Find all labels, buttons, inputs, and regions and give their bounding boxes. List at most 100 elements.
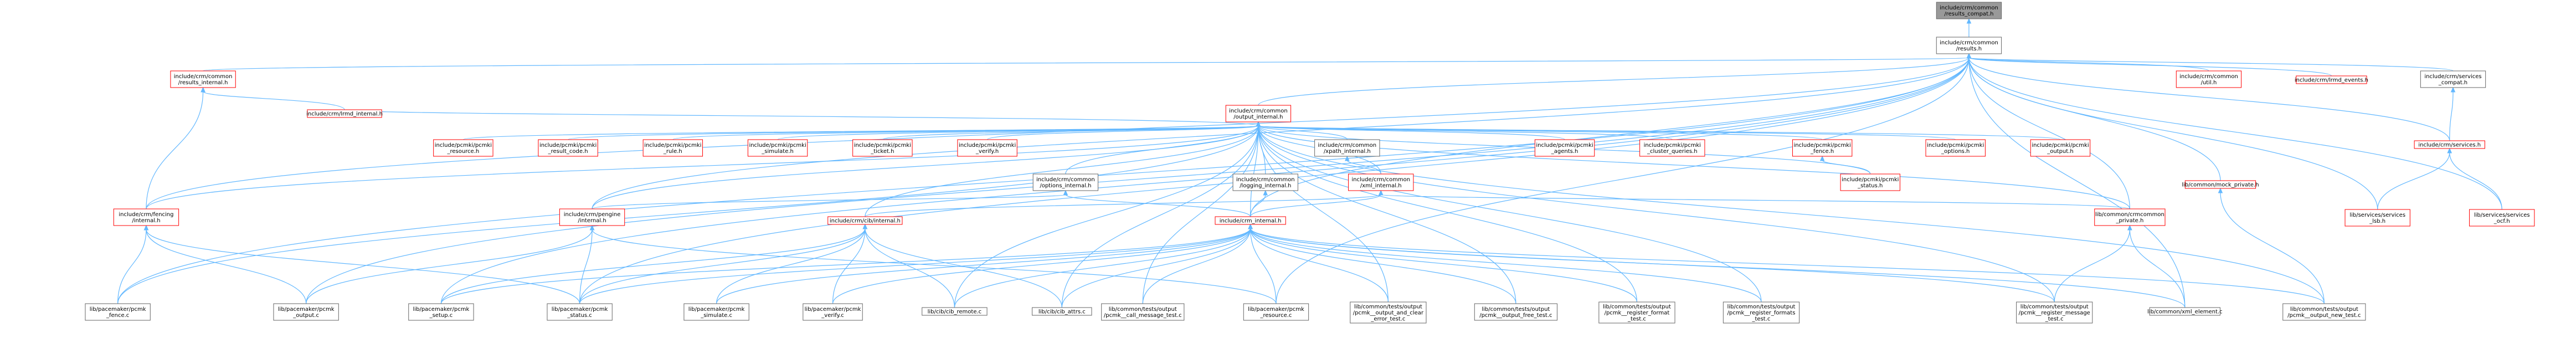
edge-arrowhead bbox=[143, 224, 149, 231]
graph-node-pcmki-output[interactable]: include/pcmki/pcmki_output.h bbox=[2030, 139, 2091, 157]
graph-node-services[interactable]: include/crm/services.h bbox=[2414, 140, 2485, 149]
graph-node-results[interactable]: include/crm/common/results.h bbox=[1936, 37, 2002, 54]
node-label-line: include/crm/common bbox=[1940, 40, 1998, 46]
edge-output-internal-to-lrmd-internal bbox=[344, 109, 1261, 127]
graph-node-pcmk-fence[interactable]: lib/pacemaker/pcmk_fence.c bbox=[85, 303, 151, 321]
edge-line bbox=[1250, 194, 1266, 217]
graph-node-xpath-internal[interactable]: include/crm/common/xpath_internal.h bbox=[1314, 139, 1380, 157]
graph-node-pcmki-fence[interactable]: include/pcmki/pcmki_fence.h bbox=[1792, 139, 1853, 157]
graph-node-fencing-internal[interactable]: include/crm/fencing/internal.h bbox=[113, 208, 179, 226]
graph-node-pcmki-agents[interactable]: include/pcmki/pcmki_agents.h bbox=[1534, 139, 1595, 157]
node-label-line: _ticket.h bbox=[870, 149, 894, 155]
node-label-line: _resource.c bbox=[1260, 313, 1292, 319]
node-box bbox=[2414, 140, 2485, 149]
edge-line bbox=[1968, 57, 2186, 308]
graph-node-cib-internal[interactable]: include/crm/cib/internal.h bbox=[827, 216, 903, 225]
edge-line bbox=[146, 125, 1259, 209]
graph-node-output-new-test[interactable]: lib/common/tests/output/pcmk__output_new… bbox=[2282, 303, 2366, 321]
edge-arrowhead bbox=[1256, 121, 1261, 127]
node-box bbox=[1723, 301, 1800, 324]
node-label-line: include/crm/common bbox=[1940, 5, 1998, 11]
graph-node-mock-private[interactable]: lib/common/mock_private.h bbox=[2182, 180, 2259, 189]
node-label-line: include/crm/fencing bbox=[119, 212, 173, 218]
edge-results-to-crmcommon-private bbox=[1966, 53, 2130, 209]
edge-line bbox=[592, 57, 1970, 209]
node-label-line: include/crm/cib/internal.h bbox=[830, 218, 901, 224]
edge-line bbox=[440, 57, 1970, 304]
graph-node-pcmki-rule[interactable]: include/pcmki/pcmki_rule.h bbox=[642, 139, 703, 157]
graph-node-register-formats-test[interactable]: lib/common/tests/output/pcmk__register_f… bbox=[1723, 301, 1800, 324]
edge-line bbox=[716, 228, 866, 304]
graph-node-output-free-test[interactable]: lib/common/tests/output/pcmk__output_fre… bbox=[1474, 303, 1557, 321]
edge-logging-internal-to-crm-internal bbox=[1250, 190, 1268, 217]
graph-node-pcmki-verify[interactable]: include/pcmki/pcmki_verify.h bbox=[957, 139, 1017, 157]
node-label-line: _agents.h bbox=[1551, 149, 1578, 155]
graph-node-cib-remote[interactable]: lib/cib/cib_remote.c bbox=[922, 307, 988, 316]
graph-node-services-lsb[interactable]: lib/services/services_lsb.h bbox=[2344, 209, 2410, 227]
graph-node-pcmk-output[interactable]: lib/pacemaker/pcmk_output.c bbox=[273, 303, 339, 321]
graph-node-lrmd-internal[interactable]: include/crm/lrmd_internal.h bbox=[306, 109, 383, 118]
edge-line bbox=[440, 228, 866, 304]
edge-line bbox=[1250, 57, 1970, 217]
graph-node-pcmki-cluster-queries[interactable]: include/pcmki/pcmki_cluster_queries.h bbox=[1639, 139, 1705, 157]
graph-node-pcmk-resource[interactable]: lib/pacemaker/pcmk_resource.c bbox=[1243, 303, 1309, 321]
edge-crm-internal-to-register-formats-test bbox=[1248, 223, 1762, 303]
node-label-line: include/crm/lrmd_internal.h bbox=[306, 111, 383, 117]
edge-fencing-internal-to-pcmk-fence bbox=[117, 224, 149, 304]
node-box bbox=[559, 208, 625, 226]
edge-line bbox=[1822, 160, 1871, 175]
graph-node-logging-internal[interactable]: include/crm/common/logging_internal.h bbox=[1232, 173, 1298, 191]
graph-node-pcmk-status[interactable]: lib/pacemaker/pcmk_status.c bbox=[547, 303, 613, 321]
graph-node-pcmki-ticket[interactable]: include/pcmki/pcmki_ticket.h bbox=[852, 139, 913, 157]
node-label-line: _simulate.c bbox=[700, 313, 732, 319]
graph-node-crmcommon-private[interactable]: lib/common/crmcommon_private.h bbox=[2094, 208, 2166, 226]
node-box bbox=[1032, 173, 1099, 191]
graph-node-xml-element[interactable]: lib/common/xml_element.c bbox=[2147, 307, 2223, 316]
graph-node-services-compat[interactable]: include/crm/services_compat.h bbox=[2420, 70, 2486, 88]
graph-node-services-ocf[interactable]: lib/services/services_ocf.h bbox=[2469, 209, 2535, 227]
edge-arrowhead bbox=[1248, 223, 1253, 229]
edge-line bbox=[117, 125, 1259, 304]
edge-arrowhead bbox=[1966, 53, 1972, 59]
node-label-line: /pcmk__output_and_clear bbox=[1353, 310, 1424, 316]
graph-node-util[interactable]: include/crm/common/util.h bbox=[2176, 70, 2242, 88]
edge-line bbox=[146, 229, 307, 304]
graph-node-pengine-internal[interactable]: include/crm/pengine/internal.h bbox=[559, 208, 625, 226]
edge-cib-internal-to-pcmk-status bbox=[579, 223, 868, 304]
graph-node-pcmki-simulate[interactable]: include/pcmki/pcmki_simulate.h bbox=[747, 139, 808, 157]
node-label-line: lib/common/tests/output bbox=[2290, 306, 2358, 313]
node-label-line: include/crm/common bbox=[1036, 177, 1095, 183]
graph-node-crm-internal[interactable]: include/crm_internal.h bbox=[1215, 216, 1286, 225]
edge-arrowhead bbox=[1063, 190, 1068, 196]
graph-node-register-format-test[interactable]: lib/common/tests/output/pcmk__register_f… bbox=[1598, 301, 1675, 324]
edge-line bbox=[203, 57, 1970, 71]
graph-node-pcmk-setup[interactable]: lib/pacemaker/pcmk_setup.c bbox=[408, 303, 474, 321]
graph-node-call-message-test[interactable]: lib/common/tests/output/pcmk__call_messa… bbox=[1101, 303, 1185, 321]
node-box bbox=[683, 303, 749, 321]
graph-node-pcmki-result-code[interactable]: include/pcmki/pcmki_result_code.h bbox=[538, 139, 598, 157]
graph-node-options-internal[interactable]: include/crm/common/options_internal.h bbox=[1032, 173, 1099, 191]
node-label-line: /results.h bbox=[1956, 46, 1982, 52]
graph-node-root[interactable]: include/crm/common/results_compat.h bbox=[1936, 2, 2002, 19]
edge-pcmki-fence-to-pcmki-status bbox=[1819, 155, 1871, 175]
node-label-line: /util.h bbox=[2201, 80, 2217, 86]
node-box bbox=[1639, 139, 1705, 157]
graph-node-pcmki-resource[interactable]: include/pcmki/pcmki_resource.h bbox=[433, 139, 493, 157]
graph-node-xml-internal[interactable]: include/crm/common/xml_internal.h bbox=[1348, 173, 1414, 191]
graph-node-results-internal[interactable]: include/crm/common/results_internal.h bbox=[170, 70, 236, 88]
graph-node-pcmk-verify[interactable]: lib/pacemaker/pcmk_verify.c bbox=[803, 303, 863, 321]
edge-line bbox=[592, 229, 1277, 304]
node-label-line: lib/cib/cib_remote.c bbox=[928, 309, 982, 315]
node-box bbox=[1534, 139, 1595, 157]
graph-node-output-and-clear[interactable]: lib/common/tests/output/pcmk__output_and… bbox=[1350, 301, 1427, 324]
node-label-line: lib/pacemaker/pcmk bbox=[688, 306, 745, 313]
graph-node-pcmki-options[interactable]: include/pcmki/pcmki_options.h bbox=[1925, 139, 1986, 157]
edge-crm-internal-to-cib-attrs bbox=[1061, 223, 1253, 308]
graph-node-output-internal[interactable]: include/crm/common/output_internal.h bbox=[1225, 105, 1292, 122]
graph-node-pcmki-status[interactable]: include/pcmki/pcmki_status.h bbox=[1840, 173, 1900, 191]
graph-node-lrmd-events[interactable]: include/crm/lrmd_events.h bbox=[2295, 75, 2368, 84]
graph-node-register-message-test[interactable]: lib/common/tests/output/pcmk__register_m… bbox=[2016, 301, 2093, 324]
graph-node-pcmk-simulate[interactable]: lib/pacemaker/pcmk_simulate.c bbox=[683, 303, 749, 321]
graph-node-cib-attrs[interactable]: lib/cib/cib_attrs.c bbox=[1032, 307, 1092, 316]
